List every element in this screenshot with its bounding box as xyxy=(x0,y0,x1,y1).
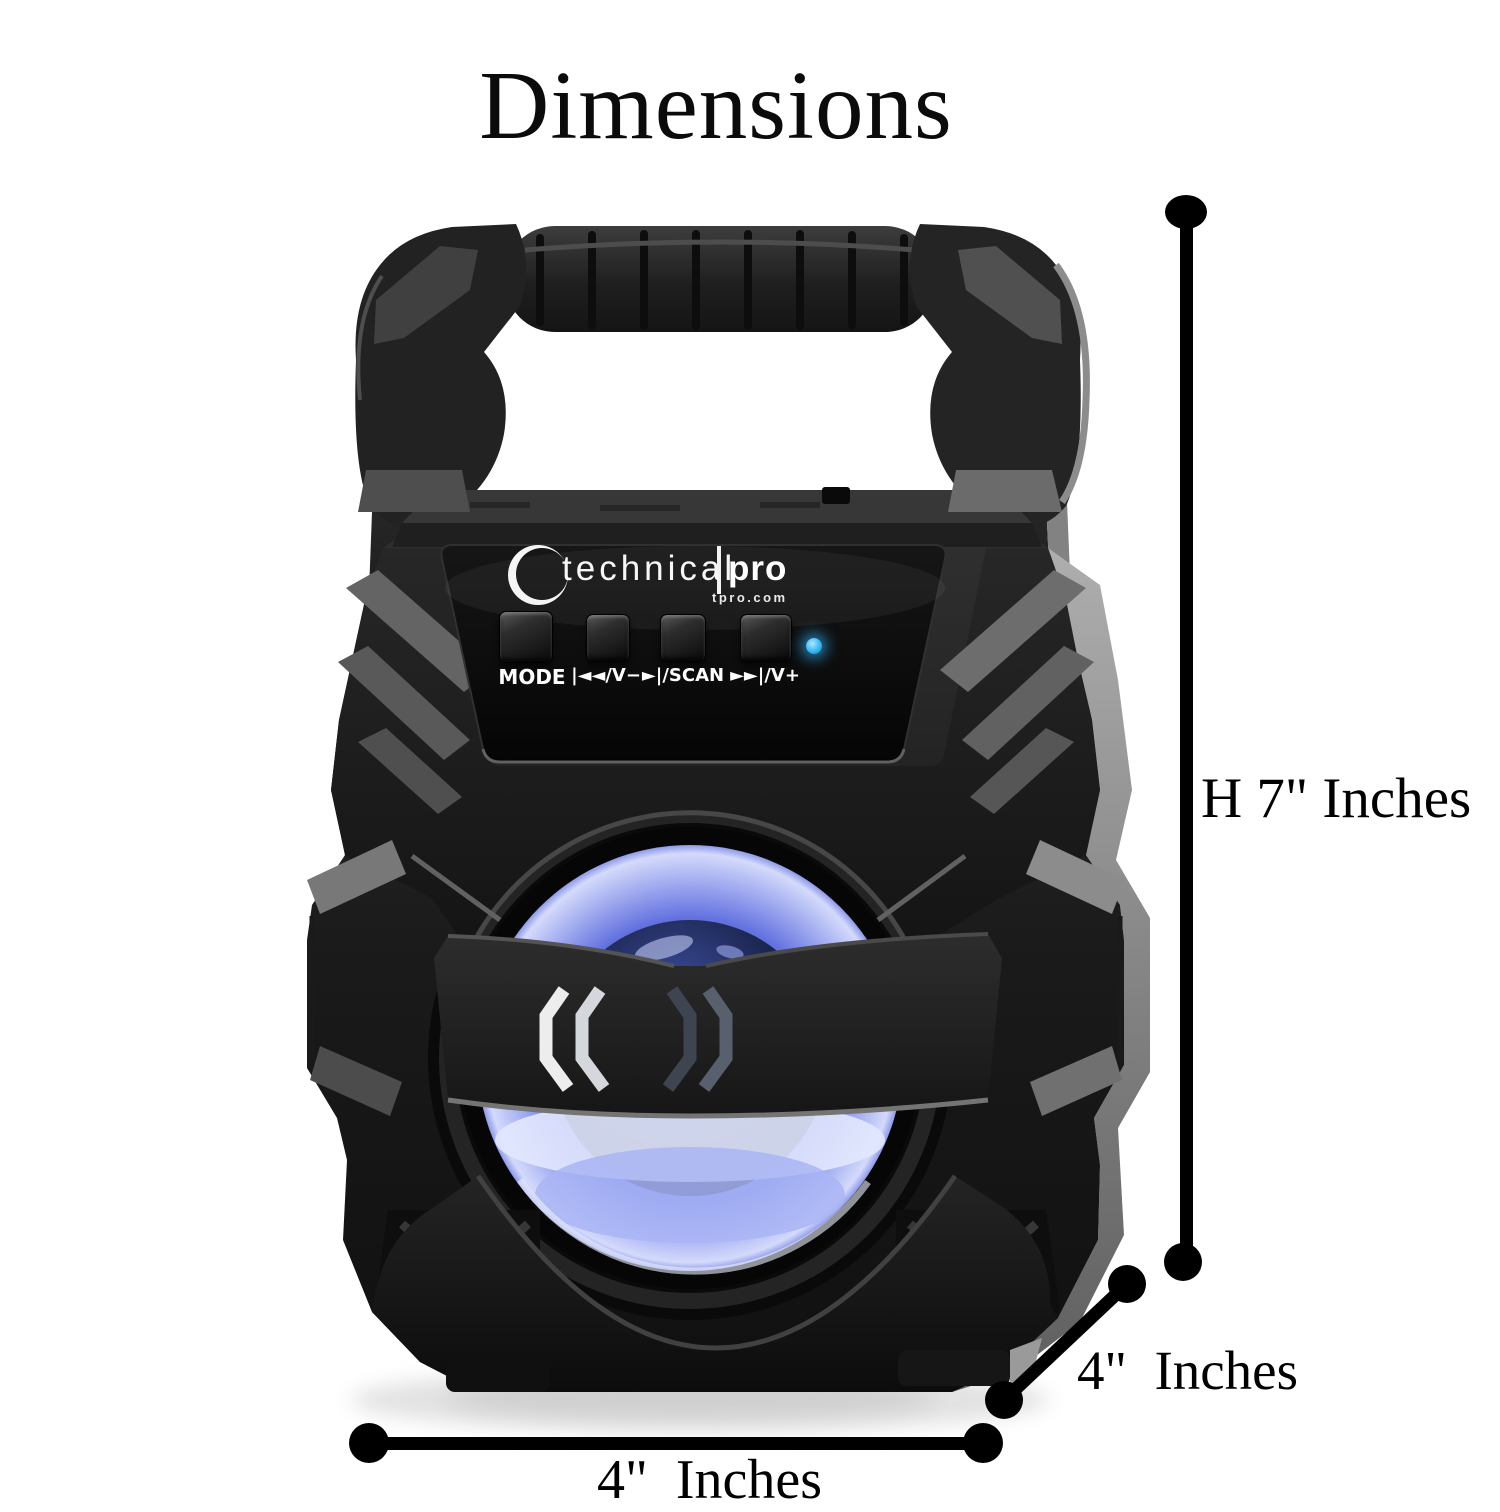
next-button-label: ►►|/V+ xyxy=(730,665,800,686)
height-dimension-label: H 7" Inches xyxy=(1201,767,1472,830)
play-scan-button-label: ►|/SCAN xyxy=(641,665,725,686)
brand-logo-bold-text: pro xyxy=(728,549,788,588)
center-band xyxy=(434,932,1002,1119)
power-switch xyxy=(822,487,850,504)
next-volume-up-button xyxy=(740,614,792,662)
depth-dimension-line xyxy=(985,1265,1146,1419)
mode-button-label: MODE xyxy=(498,665,566,689)
width-dimension-label: 4" Inches xyxy=(597,1449,823,1511)
previous-volume-down-button xyxy=(586,614,630,662)
power-led xyxy=(806,638,822,654)
mode-button xyxy=(499,611,553,663)
play-scan-button xyxy=(660,614,706,662)
previous-button-label: |◄◄/V− xyxy=(571,665,641,686)
dimension-lines xyxy=(349,195,1207,1463)
left-foot xyxy=(446,1356,550,1392)
x-frame-hood xyxy=(331,548,1100,954)
height-dimension-line xyxy=(1164,195,1207,1281)
brand-website-text: tpro.com xyxy=(712,590,788,605)
base xyxy=(372,1174,1060,1392)
side-wings xyxy=(307,840,1125,1116)
width-dimension-line xyxy=(349,1423,1003,1463)
brand-logo-divider xyxy=(717,546,721,594)
depth-dimension-label: 4" Inches xyxy=(1077,1340,1298,1401)
chevron-cutouts xyxy=(539,986,733,1092)
cabinet-right-side xyxy=(952,548,1150,1392)
brand-logo-text: technical xyxy=(562,549,737,588)
page-title: Dimensions xyxy=(479,52,953,159)
top-deck xyxy=(358,470,1062,547)
right-foot xyxy=(898,1350,1010,1386)
